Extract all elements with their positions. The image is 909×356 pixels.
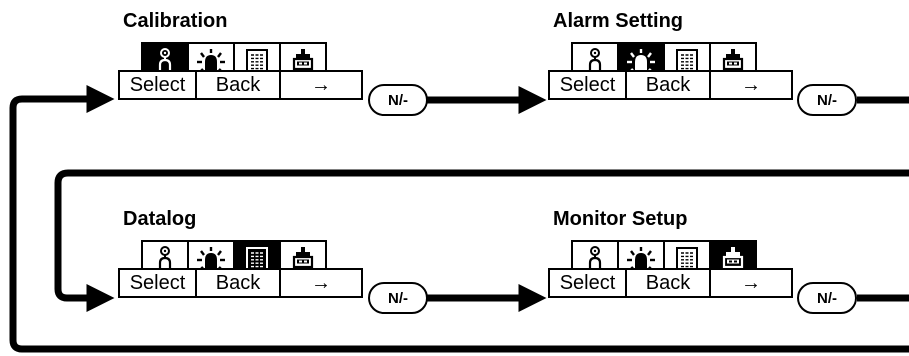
screen-calibration: Calibration Select Back →: [118, 10, 363, 100]
select-softkey[interactable]: Select: [118, 70, 197, 100]
softkey-row: Select Back →: [118, 70, 363, 100]
nav-button[interactable]: N/-: [368, 84, 428, 116]
select-softkey[interactable]: Select: [118, 268, 197, 298]
select-softkey[interactable]: Select: [548, 70, 627, 100]
screen-title: Alarm Setting: [553, 10, 684, 32]
select-softkey[interactable]: Select: [548, 268, 627, 298]
next-arrow-softkey[interactable]: →: [709, 70, 793, 100]
screen-alarm-setting: Alarm Setting Select Back →: [548, 10, 793, 100]
back-softkey[interactable]: Back: [625, 70, 711, 100]
softkey-row: Select Back →: [548, 268, 793, 298]
nav-button[interactable]: N/-: [368, 282, 428, 314]
softkey-row: Select Back →: [548, 70, 793, 100]
back-softkey[interactable]: Back: [625, 268, 711, 298]
next-arrow-softkey[interactable]: →: [709, 268, 793, 298]
next-arrow-softkey[interactable]: →: [279, 70, 363, 100]
next-arrow-softkey[interactable]: →: [279, 268, 363, 298]
connector-wrap-to-datalog: [54, 169, 909, 312]
back-softkey[interactable]: Back: [195, 268, 281, 298]
return-loop-connector: [9, 85, 909, 353]
screen-datalog: Datalog Select Back →: [118, 208, 363, 298]
nav-button[interactable]: N/-: [797, 282, 857, 314]
screen-title: Datalog: [123, 208, 197, 230]
softkey-row: Select Back →: [118, 268, 363, 298]
screen-monitor-setup: Monitor Setup Select Back →: [548, 208, 793, 298]
back-softkey[interactable]: Back: [195, 70, 281, 100]
screen-title: Calibration: [123, 10, 228, 32]
nav-button[interactable]: N/-: [797, 84, 857, 116]
screen-title: Monitor Setup: [553, 208, 688, 230]
